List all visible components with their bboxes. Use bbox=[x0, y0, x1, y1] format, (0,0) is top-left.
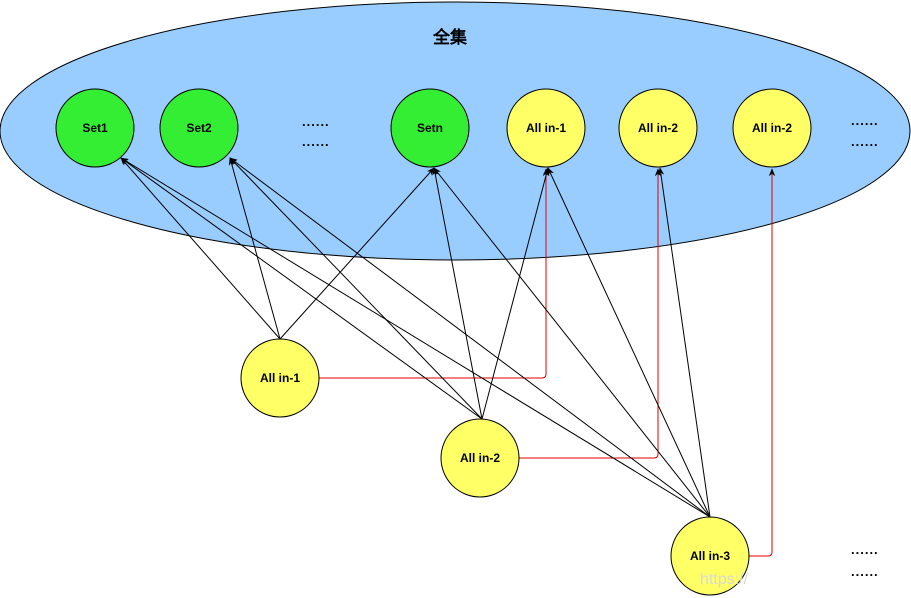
allin-top-circle bbox=[732, 88, 812, 168]
edge-bot2-to-top1 bbox=[481, 167, 550, 420]
allin-top-label: All in-2 bbox=[638, 121, 678, 135]
allin-bottom-node-bot3: All in-3 bbox=[670, 516, 750, 596]
allin-bottom-circle bbox=[670, 516, 750, 596]
universe-title: 全集 bbox=[432, 27, 468, 48]
allin-bottom-label: All in-1 bbox=[260, 371, 300, 385]
edge-bot3-to-top2 bbox=[657, 167, 711, 518]
edge-bot3-to-setn bbox=[433, 167, 711, 518]
allin-bottom-label: All in-3 bbox=[690, 549, 730, 563]
edge-bot2-to-set1 bbox=[120, 157, 483, 420]
ellipsis-allin-top: ...... ...... bbox=[851, 113, 879, 149]
set-circle bbox=[159, 88, 239, 168]
edge-bot3-to-top1 bbox=[547, 167, 711, 518]
set-label: Set2 bbox=[186, 121, 212, 135]
ellipsis-text: ...... bbox=[851, 113, 879, 128]
allin-top-node-top3: All in-2 bbox=[732, 88, 812, 168]
allin-top-node-top2: All in-2 bbox=[618, 88, 698, 168]
edge-bot2-to-top2 bbox=[519, 168, 662, 459]
edge-bot1-to-set1 bbox=[120, 157, 281, 340]
allin-bottom-label: All in-2 bbox=[460, 451, 500, 465]
watermark: https:// bbox=[700, 571, 749, 588]
ellipsis-text: ...... bbox=[302, 134, 330, 149]
ellipsis-sets: ...... ...... bbox=[302, 114, 330, 149]
allin-bottom-node-bot1: All in-1 bbox=[240, 338, 320, 418]
ellipsis-text: ...... bbox=[851, 134, 879, 149]
edge-bot1-to-top1 bbox=[319, 168, 550, 379]
edge-bot3-to-top3 bbox=[749, 168, 776, 557]
ellipsis-allin-bottom: ...... ...... bbox=[851, 542, 879, 579]
allin-top-circle bbox=[506, 88, 586, 168]
set-circle bbox=[390, 88, 470, 168]
set-label: Set1 bbox=[82, 121, 108, 135]
set-node-set1: Set1 bbox=[55, 88, 135, 168]
set-node-set2: Set2 bbox=[159, 88, 239, 168]
ellipsis-text: ...... bbox=[302, 114, 330, 129]
allin-top-label: All in-1 bbox=[526, 121, 566, 135]
allin-bottom-circle bbox=[240, 338, 320, 418]
edge-bot2-to-set2 bbox=[229, 157, 483, 420]
set-circle bbox=[55, 88, 135, 168]
allin-top-node-top1: All in-1 bbox=[506, 88, 586, 168]
set-node-setn: Setn bbox=[390, 88, 470, 168]
allin-bottom-node-bot2: All in-2 bbox=[440, 418, 520, 498]
edge-bot3-to-set1 bbox=[120, 157, 711, 518]
ellipsis-text: ...... bbox=[851, 542, 879, 557]
edges-layer bbox=[120, 157, 776, 557]
edge-bot3-to-set2 bbox=[229, 157, 711, 518]
set-label: Setn bbox=[417, 121, 443, 135]
allin-top-circle bbox=[618, 88, 698, 168]
edge-bot2-to-setn bbox=[432, 167, 483, 420]
ellipsis-text: ...... bbox=[851, 564, 879, 579]
allin-top-label: All in-2 bbox=[752, 121, 792, 135]
edge-bot1-to-set2 bbox=[228, 157, 281, 340]
allin-bottom-circle bbox=[440, 418, 520, 498]
